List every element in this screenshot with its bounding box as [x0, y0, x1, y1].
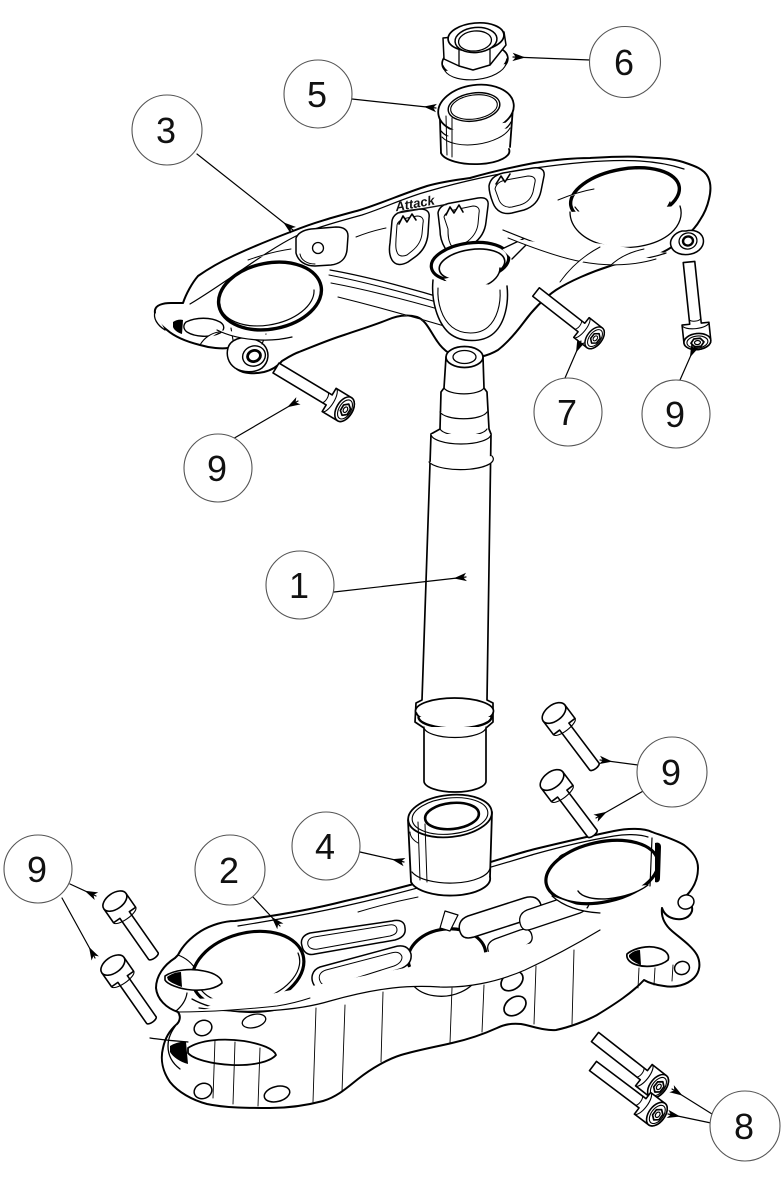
- svg-text:9: 9: [665, 394, 685, 435]
- svg-text:Attack: Attack: [393, 192, 436, 214]
- svg-text:9: 9: [661, 752, 681, 793]
- svg-text:9: 9: [27, 849, 47, 890]
- svg-text:8: 8: [734, 1106, 754, 1147]
- svg-text:4: 4: [315, 826, 335, 867]
- svg-text:2: 2: [219, 850, 239, 891]
- svg-text:7: 7: [557, 392, 577, 433]
- svg-text:5: 5: [307, 74, 327, 115]
- svg-text:3: 3: [156, 110, 176, 151]
- svg-text:1: 1: [289, 565, 309, 606]
- svg-text:6: 6: [614, 42, 634, 83]
- svg-text:9: 9: [207, 448, 227, 489]
